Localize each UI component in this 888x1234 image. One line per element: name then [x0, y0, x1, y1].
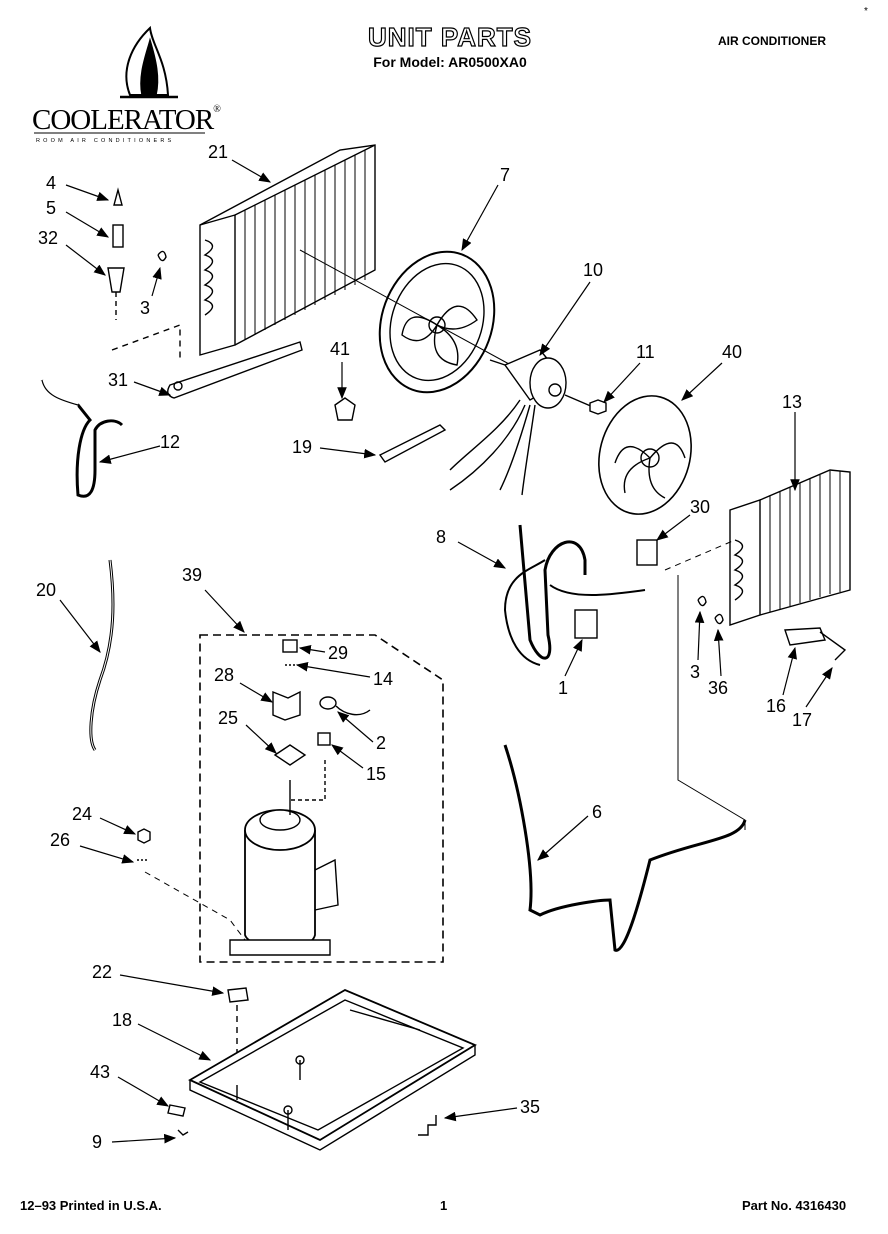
callout-1: 1: [558, 678, 569, 698]
footer-part-number: Part No. 4316430: [742, 1198, 847, 1213]
page-title: UNIT PARTS: [367, 21, 533, 52]
registered-mark: ®: [213, 104, 221, 115]
callout-2: 2: [376, 733, 387, 753]
callout-3-lower: 3: [690, 662, 701, 682]
callout-17: 17: [792, 710, 813, 730]
callout-11: 11: [636, 342, 655, 362]
callout-14: 14: [373, 669, 394, 689]
callout-31: 31: [108, 370, 129, 390]
callout-18: 18: [112, 1010, 133, 1030]
brand-name: COOLERATOR®: [32, 104, 221, 137]
callout-30: 30: [690, 497, 711, 517]
callout-43: 43: [90, 1062, 111, 1082]
motor-part: [449, 349, 601, 496]
callout-40: 40: [722, 342, 743, 362]
callout-19: 19: [292, 437, 313, 457]
callout-24: 24: [72, 804, 93, 824]
footer-print-date: 12–93 Printed in U.S.A.: [20, 1198, 162, 1213]
evaporator-coil-part: [729, 469, 851, 626]
model-line: For Model: AR0500XA0: [373, 54, 527, 70]
callout-32: 32: [38, 228, 59, 248]
callout-35: 35: [520, 1097, 541, 1117]
callout-9: 9: [92, 1132, 103, 1152]
condenser-coil-part: [199, 144, 376, 356]
brand-wordmark: COOLERATOR: [32, 104, 214, 136]
callout-5: 5: [46, 198, 57, 218]
callout-7: 7: [500, 165, 511, 185]
callout-28: 28: [214, 665, 235, 685]
category-label: AIR CONDITIONER: [718, 34, 826, 48]
callout-25: 25: [218, 708, 239, 728]
callout-41: 41: [330, 339, 351, 359]
callout-6: 6: [592, 802, 603, 822]
callout-36: 36: [708, 678, 729, 698]
corner-mark: *: [864, 6, 868, 17]
callout-13: 13: [782, 392, 803, 412]
callout-26: 26: [50, 830, 71, 850]
callout-29: 29: [328, 643, 349, 663]
callout-15: 15: [366, 764, 387, 784]
callout-10: 10: [583, 260, 604, 280]
base-pan-part: [188, 988, 477, 1151]
footer-page-number: 1: [440, 1198, 448, 1213]
callout-20: 20: [36, 580, 57, 600]
callout-39: 39: [182, 565, 203, 585]
fan-shroud-part: [378, 250, 496, 394]
callout-21: 21: [208, 142, 229, 162]
callout-12: 12: [160, 432, 181, 452]
blower-wheel-part: [598, 395, 692, 515]
callout-3-upper: 3: [140, 298, 151, 318]
callout-8: 8: [436, 527, 447, 547]
compressor-part: [229, 760, 339, 956]
callout-22: 22: [92, 962, 113, 982]
callout-16: 16: [766, 696, 787, 716]
brand-logo-icon: [34, 25, 205, 134]
callout-4: 4: [46, 173, 57, 193]
brand-tagline: ROOM AIR CONDITIONERS: [36, 138, 175, 144]
